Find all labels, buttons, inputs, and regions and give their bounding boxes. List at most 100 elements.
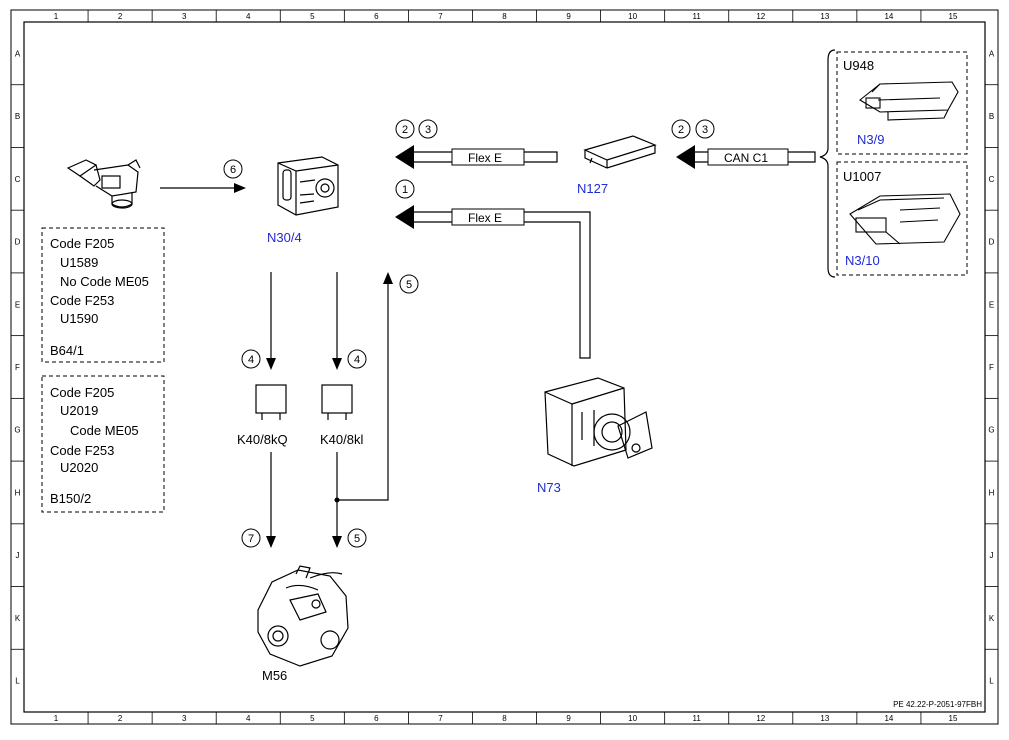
grid-row-label: H — [989, 488, 995, 497]
grid-column-label: 7 — [438, 714, 443, 723]
b64-line-6: B64/1 — [50, 343, 84, 358]
grid-row-label: C — [15, 175, 21, 184]
svg-text:4: 4 — [248, 354, 254, 366]
grid-column-label: 11 — [693, 714, 702, 723]
grid-row-label: G — [14, 426, 20, 435]
grid-row-label: D — [15, 238, 21, 247]
grid-column-label: 2 — [118, 12, 123, 21]
grid-row-label: J — [990, 551, 994, 560]
grid-column-label: 10 — [628, 12, 637, 21]
n73-label: N73 — [537, 480, 561, 495]
grid-row-label: B — [989, 112, 994, 121]
grid-row-label: K — [989, 614, 995, 623]
grid-row-label: D — [989, 238, 995, 247]
grid-column-label: 1 — [54, 714, 59, 723]
callout-4-left: 4 — [241, 349, 261, 369]
grid-column-label: 3 — [182, 12, 187, 21]
b64-line-5: U1590 — [60, 311, 98, 326]
flex-e-upper-label: Flex E — [468, 151, 502, 165]
grid-column-label: 12 — [756, 12, 765, 21]
grid-column-label: 9 — [566, 714, 571, 723]
ecu-brace — [819, 49, 836, 278]
relay-k40-8kl-icon — [321, 384, 353, 420]
grid-column-label: 14 — [884, 12, 893, 21]
callout-2-upper-right: 2 — [671, 119, 691, 139]
svg-text:5: 5 — [354, 533, 360, 545]
grid-row-label: F — [15, 363, 20, 372]
n73-ignition-switch-icon — [544, 377, 653, 467]
svg-text:2: 2 — [402, 124, 408, 136]
callout-6: 6 — [223, 159, 243, 179]
grid-row-label: L — [989, 677, 994, 686]
grid-column-label: 5 — [310, 714, 315, 723]
b150-2-info-box — [41, 375, 165, 513]
b150-line-1: Code F205 — [50, 385, 114, 400]
can-c1-label: CAN C1 — [724, 151, 768, 165]
flex-e-lower-wire — [395, 205, 591, 359]
grid-row-label: F — [989, 363, 994, 372]
grid-row-label: H — [15, 488, 21, 497]
b64-line-2: U1589 — [60, 255, 98, 270]
b150-line-4: Code F253 — [50, 443, 114, 458]
frame — [10, 9, 999, 725]
svg-text:7: 7 — [248, 533, 254, 545]
b150-line-2: U2019 — [60, 403, 98, 418]
svg-text:3: 3 — [702, 124, 708, 136]
grid-labels: 1122334455667788991010111112121313141415… — [14, 12, 994, 723]
flex-e-lower-label: Flex E — [468, 211, 502, 225]
grid-column-label: 13 — [820, 12, 829, 21]
grid-column-label: 12 — [756, 714, 765, 723]
pressure-sensor-icon — [66, 159, 141, 209]
n3-9-component-icon — [859, 81, 959, 121]
n127-label: N127 — [577, 181, 608, 196]
flex-e-upper-wire — [395, 145, 558, 169]
svg-text:1: 1 — [402, 184, 408, 196]
callout-3-upper-right: 3 — [695, 119, 715, 139]
n30-4-label: N30/4 — [267, 230, 302, 245]
b150-line-5: U2020 — [60, 460, 98, 475]
n127-component-icon — [583, 135, 657, 169]
k40-8kl-label: K40/8kl — [320, 432, 363, 447]
n3-10-component-icon — [849, 193, 961, 245]
grid-row-label: B — [15, 112, 20, 121]
n3-9-label: N3/9 — [857, 132, 884, 147]
relay-arrows — [266, 272, 393, 548]
u948-box — [836, 51, 968, 155]
grid-column-label: 2 — [118, 714, 123, 723]
b64-line-1: Code F205 — [50, 236, 114, 251]
document-reference: PE 42.22-P-2051-97FBH — [893, 700, 982, 709]
grid-row-label: A — [989, 49, 995, 58]
n3-10-label: N3/10 — [845, 253, 880, 268]
k40-8kq-label: K40/8kQ — [237, 432, 288, 447]
grid-row-label: G — [988, 426, 994, 435]
grid-row-label: J — [16, 551, 20, 560]
svg-text:3: 3 — [425, 124, 431, 136]
grid-column-label: 9 — [566, 12, 571, 21]
m56-label: M56 — [262, 668, 287, 683]
m56-pump-icon — [257, 565, 349, 667]
grid-row-label: K — [15, 614, 21, 623]
u1007-box — [836, 161, 968, 276]
grid-row-label: L — [15, 677, 20, 686]
n30-4-component-icon — [277, 156, 339, 216]
grid-column-label: 6 — [374, 12, 379, 21]
grid-column-label: 4 — [246, 714, 251, 723]
grid-column-label: 11 — [693, 12, 702, 21]
relay-k40-8kq-icon — [255, 384, 287, 420]
b150-line-3: Code ME05 — [70, 423, 139, 438]
u1007-label: U1007 — [843, 169, 881, 184]
u948-label: U948 — [843, 58, 874, 73]
grid-column-label: 14 — [884, 714, 893, 723]
callout-5-lower: 5 — [347, 528, 367, 548]
grid-row-label: E — [15, 300, 20, 309]
grid-column-label: 3 — [182, 714, 187, 723]
grid-column-label: 6 — [374, 714, 379, 723]
grid-column-label: 1 — [54, 12, 59, 21]
grid-column-label: 10 — [628, 714, 637, 723]
grid-row-label: E — [989, 300, 994, 309]
b150-line-6: B150/2 — [50, 491, 91, 506]
grid-column-label: 15 — [949, 12, 958, 21]
b64-line-3: No Code ME05 — [60, 274, 149, 289]
grid-column-label: 4 — [246, 12, 251, 21]
